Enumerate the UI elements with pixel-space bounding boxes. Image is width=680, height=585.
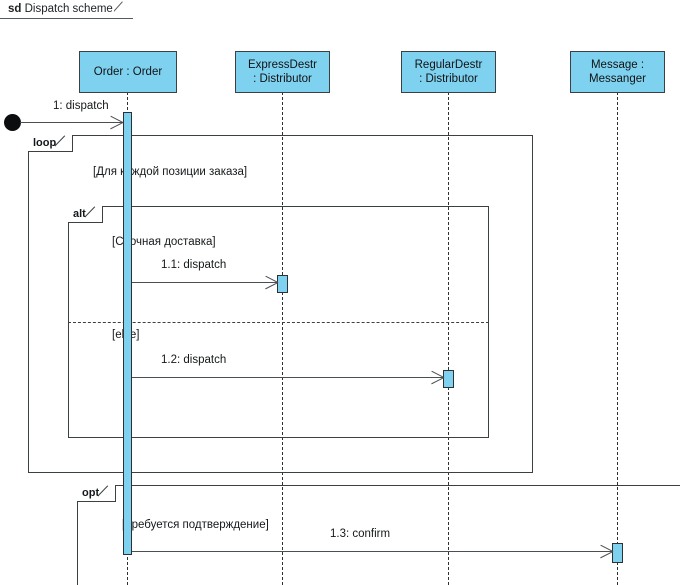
lifeline-head-regular[interactable]: RegularDestr : Distributor [401, 51, 496, 93]
message-label-1-2: 1.2: dispatch [161, 354, 227, 366]
message-arrowhead-1-1 [264, 275, 278, 289]
lifeline-stem-express [282, 92, 283, 585]
lifeline-label-order-line1: Order : Order [93, 66, 163, 78]
fragment-loop-operator-label: loop [28, 134, 74, 152]
found-message-start-node [4, 114, 21, 131]
lifeline-head-messenger[interactable]: Message : Messanger [570, 51, 665, 93]
fragment-alt-operand-divider [68, 322, 489, 323]
activation-bar-regular[interactable] [443, 370, 454, 388]
lifeline-label-messenger-line1: Message : [590, 59, 645, 71]
message-line-1-3[interactable] [132, 551, 613, 552]
message-line-1-2[interactable] [132, 377, 444, 378]
fragment-opt[interactable] [77, 485, 680, 585]
fragment-opt-corner-icon [98, 484, 116, 502]
message-label-1-1: 1.1: dispatch [161, 259, 227, 271]
diagram-title: Dispatch scheme [24, 3, 113, 15]
fragment-loop-corner-icon [55, 134, 73, 152]
fragment-loop[interactable] [28, 135, 533, 473]
message-arrowhead-1-3 [599, 544, 613, 558]
frame-tab-corner-icon [114, 0, 133, 19]
fragment-loop-guard: [Для каждой позиции заказа] [93, 166, 248, 178]
diagram-frame-title: sd Dispatch scheme [0, 0, 133, 19]
message-label-1: 1: dispatch [53, 100, 109, 112]
fragment-opt-guard: [Требуется подтверждение] [122, 519, 269, 531]
activation-bar-order[interactable] [123, 112, 132, 555]
message-line-1-1[interactable] [132, 282, 278, 283]
message-label-1-3: 1.3: confirm [330, 528, 391, 540]
lifeline-label-express-line1: ExpressDestr [247, 59, 318, 71]
lifeline-label-regular-line2: : Distributor [419, 73, 478, 85]
message-arrowhead-1 [109, 115, 123, 129]
activation-bar-messenger[interactable] [612, 543, 623, 563]
lifeline-head-express[interactable]: ExpressDestr : Distributor [235, 51, 330, 93]
fragment-alt-guard: [Срочная доставка] [112, 236, 216, 248]
lifeline-head-order[interactable]: Order : Order [79, 51, 177, 93]
message-line-1[interactable] [20, 122, 123, 123]
lifeline-label-express-line2: : Distributor [253, 73, 312, 85]
lifeline-stem-regular [448, 92, 449, 585]
fragment-alt-corner-icon [85, 205, 103, 223]
activation-bar-express[interactable] [277, 275, 288, 293]
lifeline-label-messenger-line2: Messanger [589, 73, 646, 85]
lifeline-label-regular-line1: RegularDestr [414, 59, 483, 71]
message-arrowhead-1-2 [430, 370, 444, 384]
diagram-kind-keyword: sd [8, 3, 22, 15]
lifeline-stem-messenger [617, 92, 618, 585]
fragment-alt-operator-label: alt [68, 206, 103, 223]
fragment-opt-operator-label: opt [77, 484, 117, 502]
